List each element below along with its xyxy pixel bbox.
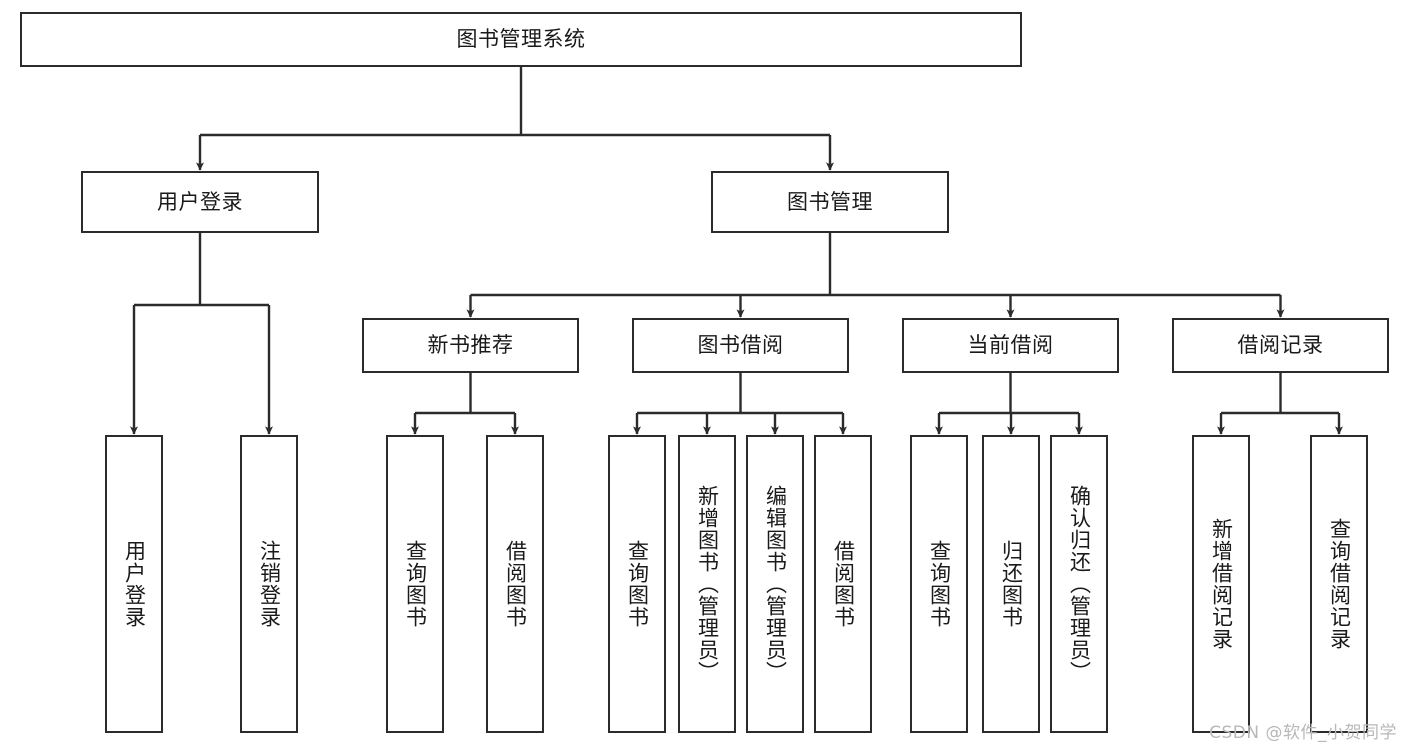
node-leaf-return[interactable]: 归还图书 <box>982 435 1040 733</box>
node-label-leaf-login: 用户登录 <box>122 540 147 628</box>
node-borrow[interactable]: 图书借阅 <box>632 318 849 373</box>
node-leaf-qbook1[interactable]: 查询图书 <box>386 435 444 733</box>
node-leaf-qbook2[interactable]: 查询图书 <box>608 435 666 733</box>
node-label-records: 借阅记录 <box>1237 333 1324 358</box>
node-label-leaf-qbook1: 查询图书 <box>403 540 428 628</box>
node-label-leaf-editbook: 编辑图书（管理员） <box>763 485 788 683</box>
node-label-root: 图书管理系统 <box>456 27 586 52</box>
node-label-current: 当前借阅 <box>967 333 1054 358</box>
node-leaf-bbook2[interactable]: 借阅图书 <box>814 435 872 733</box>
node-leaf-qbook3[interactable]: 查询图书 <box>910 435 968 733</box>
node-leaf-login[interactable]: 用户登录 <box>105 435 163 733</box>
node-leaf-logout[interactable]: 注销登录 <box>240 435 298 733</box>
node-label-borrow: 图书借阅 <box>697 333 784 358</box>
node-label-leaf-logout: 注销登录 <box>257 540 282 628</box>
node-bookmgmt[interactable]: 图书管理 <box>711 171 949 233</box>
node-label-leaf-confirm: 确认归还（管理员） <box>1067 485 1092 683</box>
node-label-leaf-bbook1: 借阅图书 <box>503 540 528 628</box>
node-leaf-bbook1[interactable]: 借阅图书 <box>486 435 544 733</box>
node-label-leaf-qrec: 查询借阅记录 <box>1327 518 1352 650</box>
edge-group <box>130 67 1343 435</box>
node-leaf-qrec[interactable]: 查询借阅记录 <box>1310 435 1368 733</box>
node-label-login: 用户登录 <box>157 189 243 214</box>
node-login[interactable]: 用户登录 <box>81 171 319 233</box>
node-label-bookmgmt: 图书管理 <box>787 189 873 214</box>
node-root[interactable]: 图书管理系统 <box>20 12 1022 67</box>
node-leaf-editbook[interactable]: 编辑图书（管理员） <box>746 435 804 733</box>
node-label-leaf-qbook2: 查询图书 <box>625 540 650 628</box>
node-label-leaf-bbook2: 借阅图书 <box>831 540 856 628</box>
node-records[interactable]: 借阅记录 <box>1172 318 1389 373</box>
node-label-newbook: 新书推荐 <box>427 333 514 358</box>
node-label-leaf-qbook3: 查询图书 <box>927 540 952 628</box>
node-label-leaf-return: 归还图书 <box>999 540 1024 628</box>
node-leaf-addrec[interactable]: 新增借阅记录 <box>1192 435 1250 733</box>
node-leaf-confirm[interactable]: 确认归还（管理员） <box>1050 435 1108 733</box>
node-current[interactable]: 当前借阅 <box>902 318 1119 373</box>
node-leaf-addbook[interactable]: 新增图书（管理员） <box>678 435 736 733</box>
node-newbook[interactable]: 新书推荐 <box>362 318 579 373</box>
node-label-leaf-addbook: 新增图书（管理员） <box>695 485 720 683</box>
node-label-leaf-addrec: 新增借阅记录 <box>1209 518 1234 650</box>
